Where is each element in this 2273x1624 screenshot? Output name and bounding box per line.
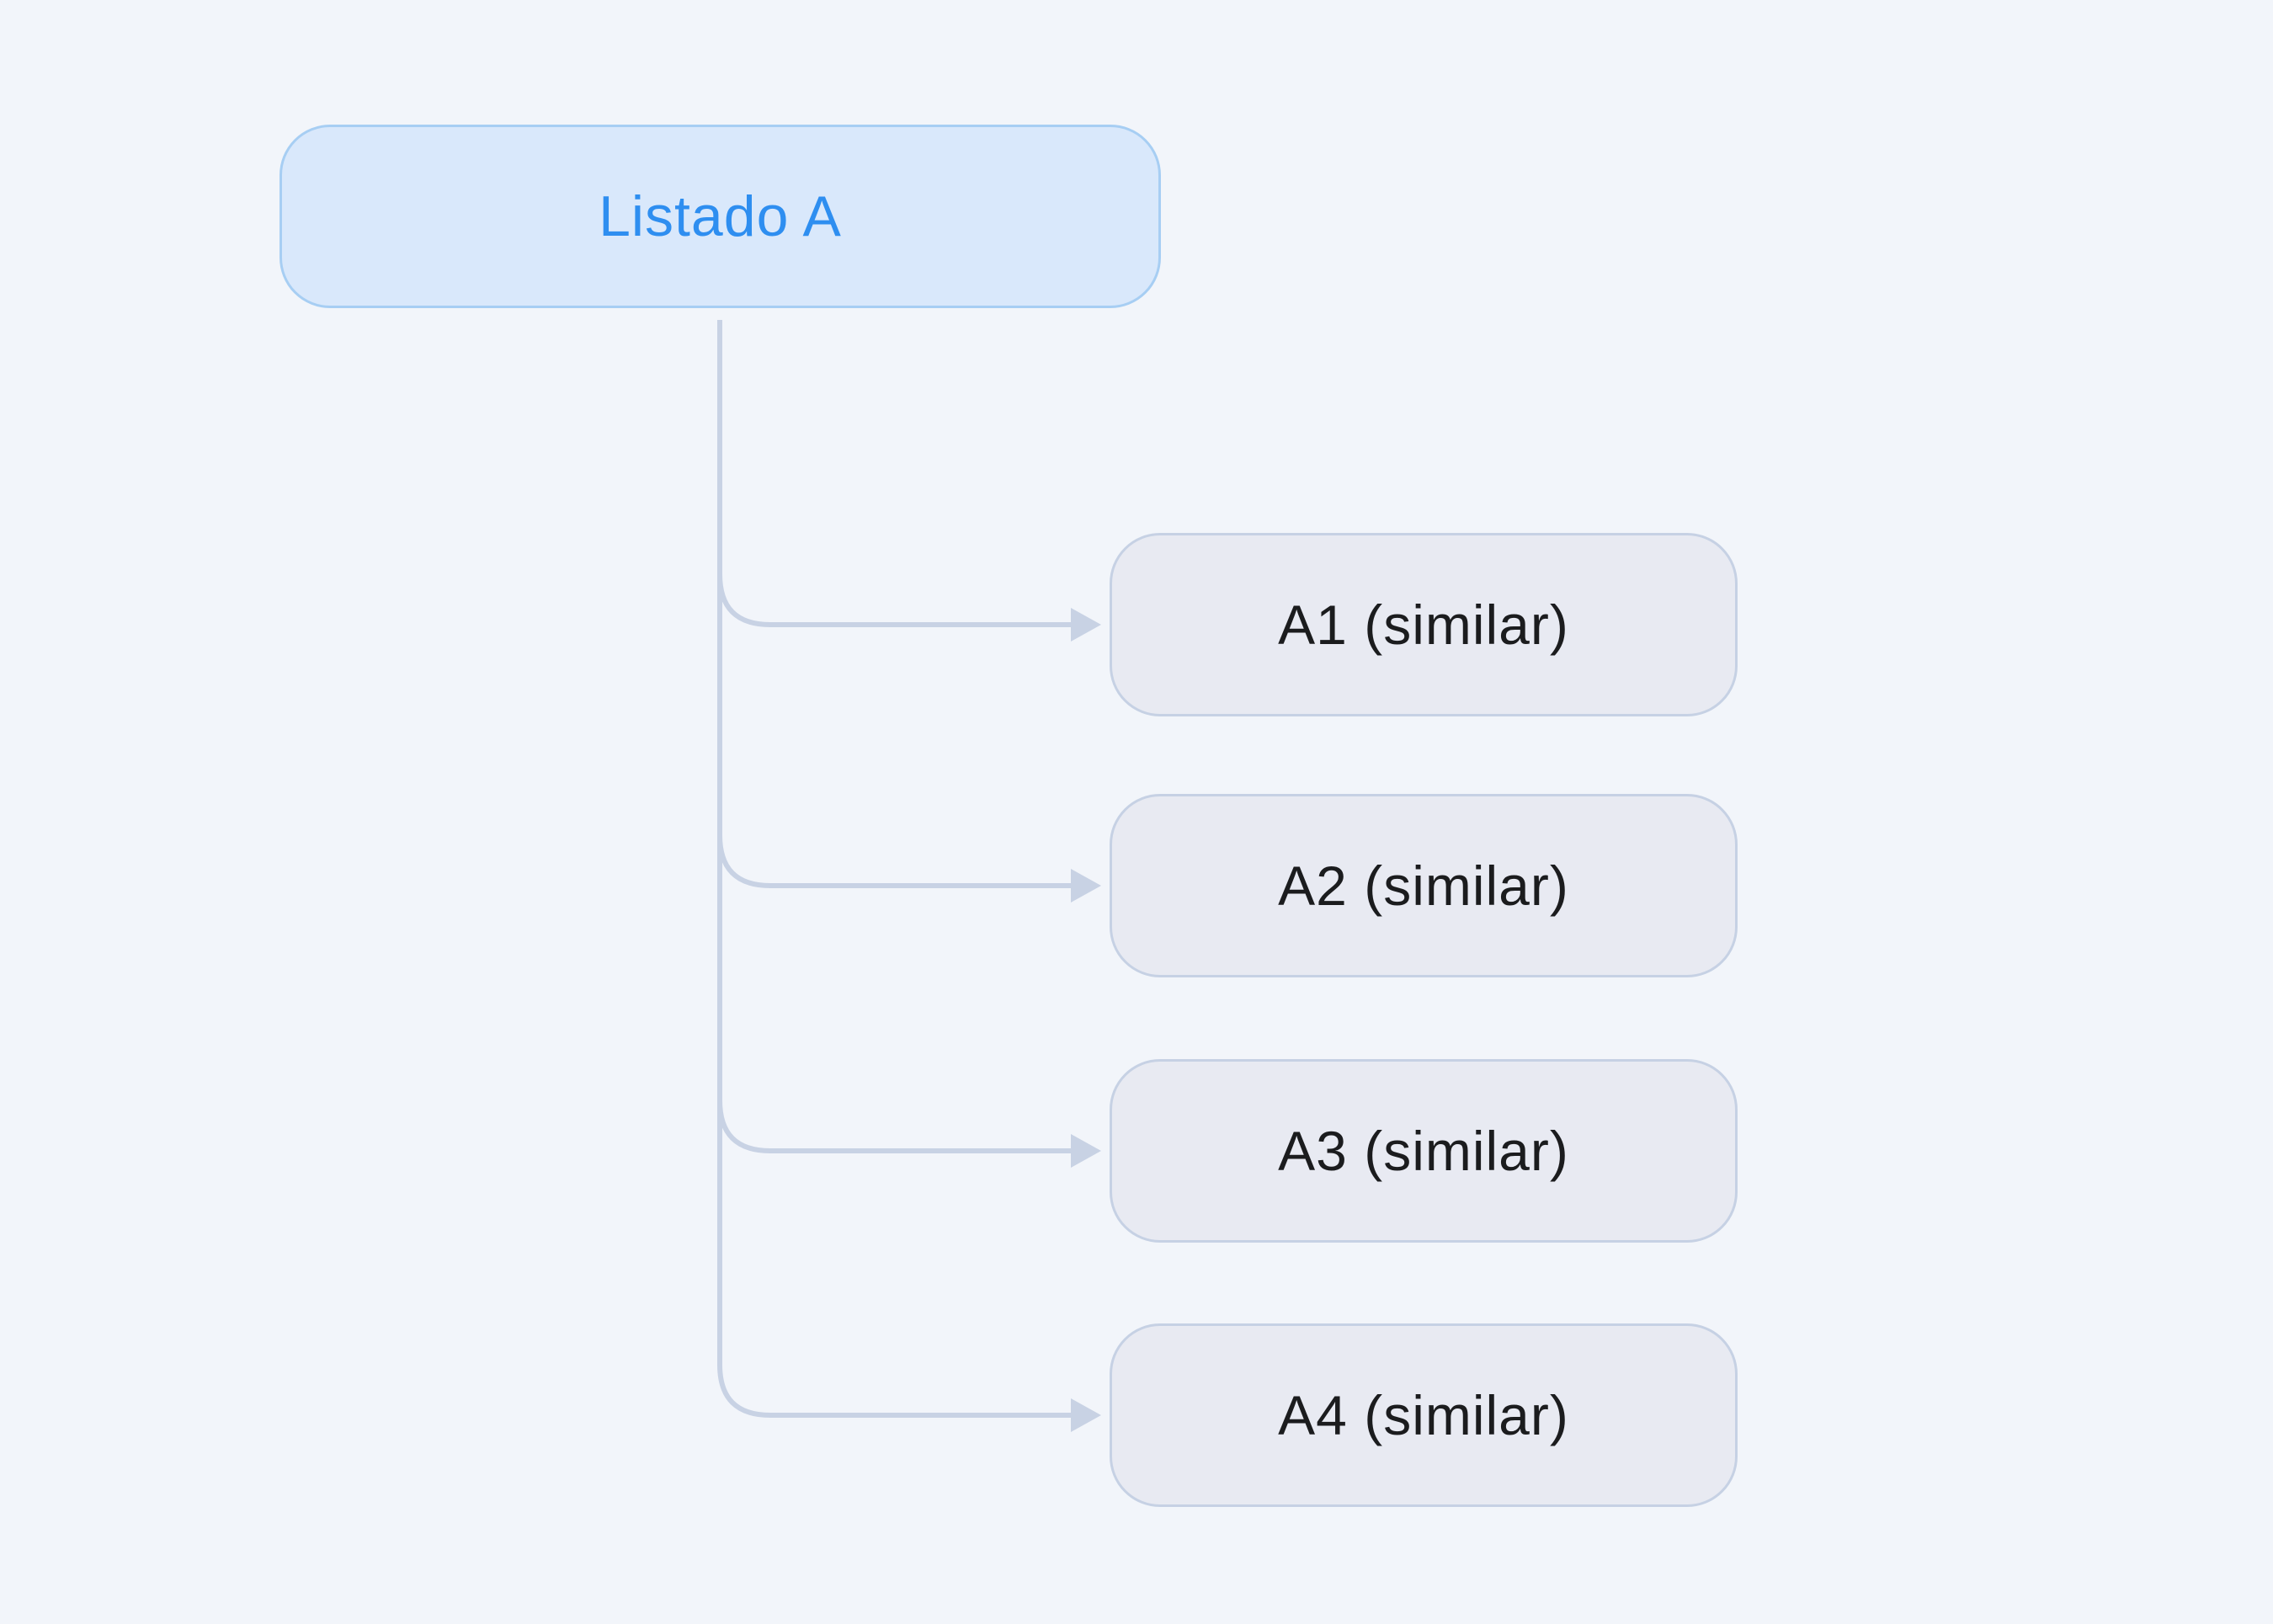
arrowhead-icon: [1071, 869, 1101, 903]
arrowhead-icon: [1071, 608, 1101, 642]
node-label: A2 (similar): [1278, 855, 1569, 917]
node-a1[interactable]: A1 (similar): [1110, 533, 1738, 716]
arrowhead-icon: [1071, 1134, 1101, 1168]
connector-branch-a3: [717, 1100, 1073, 1153]
node-a4[interactable]: A4 (similar): [1110, 1323, 1738, 1507]
node-label: A4 (similar): [1278, 1384, 1569, 1446]
arrowhead-icon: [1071, 1398, 1101, 1432]
node-label: Listado A: [599, 184, 842, 248]
node-label: A3 (similar): [1278, 1120, 1569, 1182]
node-a2[interactable]: A2 (similar): [1110, 794, 1738, 977]
node-label: A1 (similar): [1278, 594, 1569, 656]
connector-trunk-to-a4: [717, 320, 1073, 1418]
connector-branch-a2: [717, 834, 1073, 888]
connector-branch-a1: [717, 573, 1073, 627]
node-a3[interactable]: A3 (similar): [1110, 1059, 1738, 1243]
node-listado-a[interactable]: Listado A: [279, 125, 1161, 308]
